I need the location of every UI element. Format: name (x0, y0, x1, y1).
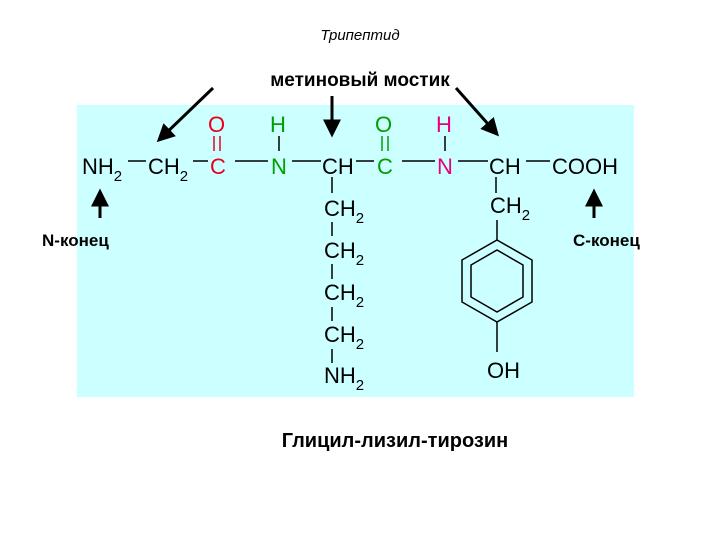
tyrosine-side-ch2: CH2 (490, 193, 530, 224)
carbonyl-oxygen-2: O (375, 112, 392, 137)
amide-hydrogen-2: H (436, 112, 452, 137)
amide-hydrogen-1: H (270, 112, 286, 137)
amide-nitrogen-1: N (271, 154, 287, 179)
c-terminus-label: C-конец (573, 231, 640, 250)
carboxyl-group: COOH (552, 154, 618, 179)
amide-nitrogen-2: N (437, 154, 453, 179)
arrow-to-glycine-ch2 (156, 86, 215, 143)
page-title: Трипептид (320, 27, 400, 44)
arrow-to-tyrosine-ch (454, 87, 499, 137)
lysine-side-ch2-1: CH2 (324, 196, 364, 227)
lysine-side-ch2-3: CH2 (324, 280, 364, 311)
compound-name: Глицил-лизил-тирозин (281, 430, 509, 452)
carbonyl-carbon-2: C (377, 154, 393, 179)
structure-background-panel (77, 105, 634, 397)
benzene-ring-inner (470, 249, 524, 313)
lysine-side-ch2-2: CH2 (324, 238, 364, 269)
carbonyl-oxygen-1: O (208, 112, 225, 137)
carbonyl-carbon-1: C (210, 154, 226, 179)
tyrosine-alpha-ch: CH (489, 154, 521, 179)
lysine-epsilon-amino: NH2 (324, 363, 364, 394)
nh2-amino-terminus: NH2 (82, 154, 122, 185)
n-terminus-label: N-конец (42, 231, 109, 250)
lysine-side-ch2-4: CH2 (324, 322, 364, 353)
tyrosine-hydroxyl: OH (487, 358, 520, 383)
lysine-alpha-ch: CH (322, 154, 354, 179)
benzene-ring (461, 239, 533, 323)
methine-bridge-label: метиновый мостик (270, 70, 450, 91)
glycine-ch2: CH2 (148, 154, 188, 185)
